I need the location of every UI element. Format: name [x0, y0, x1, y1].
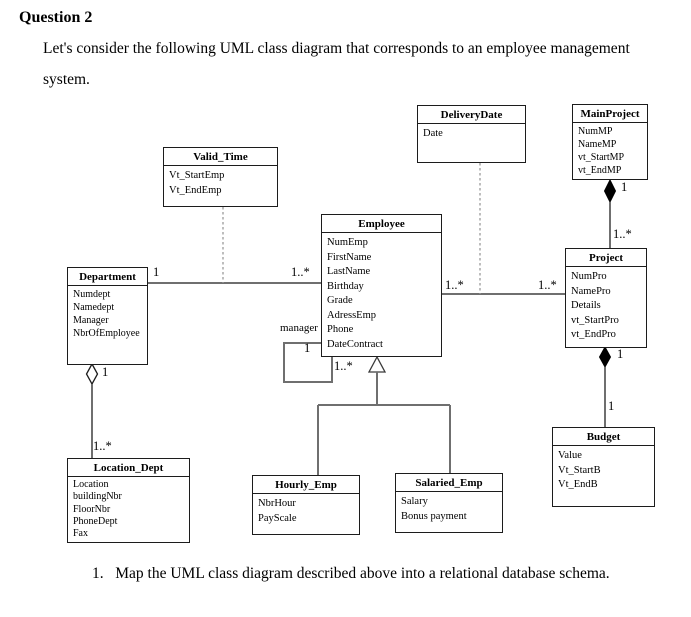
class-project-title: Project: [566, 249, 646, 267]
composition-diamond-icon: [598, 345, 612, 369]
class-attribute: NamePro: [571, 285, 611, 297]
task-item: 1. Map the UML class diagram described a…: [92, 565, 610, 582]
class-attribute: NbrHour: [258, 498, 296, 509]
multiplicity-dept-location-part: 1..*: [93, 439, 112, 453]
question-title: Question 2: [19, 9, 93, 26]
aggregation-diamond-icon: [85, 362, 99, 386]
class-attribute: Numdept: [73, 289, 111, 300]
question-intro: Let's consider the following UML class d…: [43, 40, 630, 88]
multiplicity-emp-proj-emp: 1..*: [445, 278, 464, 292]
multiplicity-project-budget-whole: 1: [617, 347, 624, 361]
class-attribute: NumMP: [578, 126, 613, 137]
multiplicity-mainproject-part: 1..*: [613, 227, 632, 241]
class-delivery-date-title: DeliveryDate: [418, 106, 525, 124]
class-attribute: Fax: [73, 528, 88, 540]
class-attribute: Vt_StartEmp: [169, 170, 225, 181]
multiplicity-emp-proj-proj: 1..*: [538, 278, 557, 292]
class-main-project: MainProject NumMP NameMP vt_StartMP vt_EndM…: [572, 104, 648, 180]
class-valid-time-title: Valid_Time: [164, 148, 277, 166]
class-attribute: Namedept: [73, 302, 115, 313]
class-attribute: vt_EndMP: [578, 165, 622, 176]
class-hourly-emp-title: Hourly_Emp: [253, 476, 359, 494]
class-attribute: Manager: [73, 315, 109, 326]
class-attribute: Grade: [327, 295, 353, 306]
class-main-project-title: MainProject: [573, 105, 647, 123]
role-label-manager: manager: [280, 322, 318, 334]
class-attribute: Value: [558, 450, 582, 461]
class-attribute: AdressEmp: [327, 309, 376, 321]
generalization-triangle-icon: [367, 355, 387, 373]
class-attribute: PayScale: [258, 512, 297, 524]
class-main-project-attrs: NumMP NameMP vt_StartMP vt_EndMP: [573, 123, 647, 177]
class-attribute: FloorNbr: [73, 503, 111, 515]
class-attribute: NbrOfEmployee: [73, 328, 140, 339]
class-attribute: DateContract: [327, 338, 383, 350]
multiplicity-dept-emp-emp: 1..*: [291, 265, 310, 279]
class-attribute: vt_EndPro: [571, 329, 616, 340]
class-attribute: NameMP: [578, 139, 617, 150]
class-attribute: Vt_EndEmp: [169, 184, 222, 196]
class-employee-title: Employee: [322, 215, 441, 233]
class-attribute: Birthday: [327, 280, 364, 292]
class-attribute: Vt_EndB: [558, 479, 598, 490]
class-attribute: Bonus payment: [401, 510, 467, 522]
class-attribute: Vt_StartB: [558, 464, 601, 476]
class-delivery-date-attrs: Date: [418, 124, 525, 142]
multiplicity-manager-many: 1..*: [334, 359, 353, 373]
class-attribute: buildingNbr: [73, 491, 122, 503]
class-attribute: PhoneDept: [73, 515, 118, 527]
class-attribute: LastName: [327, 266, 371, 277]
class-salaried-emp-title: Salaried_Emp: [396, 474, 502, 492]
class-attribute: FirstName: [327, 251, 372, 263]
class-attribute: NumPro: [571, 271, 607, 282]
manager-self-association-line: [283, 342, 333, 383]
class-budget-title: Budget: [553, 428, 654, 446]
class-location-dept-title: Location_Dept: [68, 459, 189, 477]
class-department-title: Department: [68, 268, 147, 286]
class-delivery-date: DeliveryDate Date: [417, 105, 526, 163]
multiplicity-manager-one: 1: [304, 341, 311, 355]
multiplicity-mainproject-whole: 1: [621, 180, 628, 194]
multiplicity-dept-location-whole: 1: [102, 365, 109, 379]
class-attribute: Details: [571, 300, 601, 311]
class-attribute: vt_StartMP: [578, 152, 625, 163]
class-attribute: vt_StartPro: [571, 314, 619, 326]
multiplicity-dept-emp-dept: 1: [153, 265, 160, 279]
class-attribute: Salary: [401, 496, 428, 507]
class-attribute: Date: [423, 128, 443, 139]
class-attribute: Phone: [327, 324, 354, 335]
class-attribute: Location: [73, 479, 109, 490]
composition-diamond-icon: [603, 178, 617, 204]
class-attribute: NumEmp: [327, 237, 368, 248]
multiplicity-project-budget-part: 1: [608, 399, 615, 413]
